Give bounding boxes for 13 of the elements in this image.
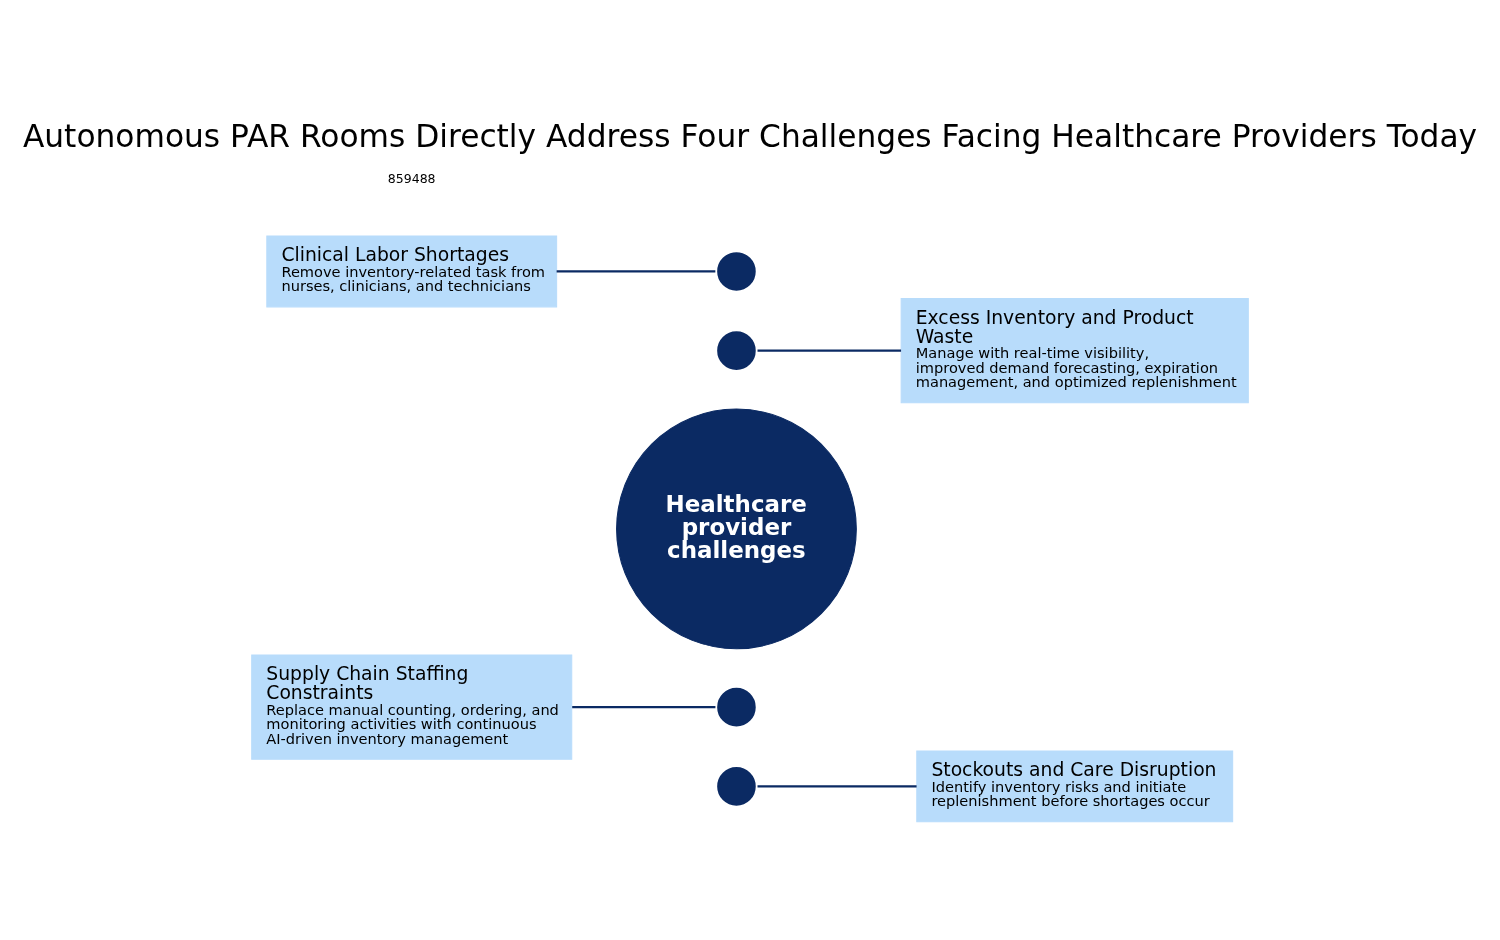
node-box: Clinical Labor Shortages Remove inventory-related task from nurses, clinicians, and technicians — [266, 235, 558, 308]
node-circle — [714, 684, 759, 730]
connector — [556, 270, 716, 273]
label: 859488 — [387, 170, 436, 186]
connector — [572, 706, 716, 709]
connector — [757, 349, 902, 352]
node-circle — [714, 249, 759, 294]
node-box: Stockouts and Care Disruption Identify inventory risks and initiate replenishment before shortages occur — [916, 750, 1234, 823]
node-box: Supply Chain Staffing Constraints Replace manual counting, ordering, and monitoring activities with continuous AI-driven inventory management — [251, 654, 573, 760]
diagram-title: Autonomous PAR Rooms Directly Address Four Challenges Facing Healthcare Providers Today — [22, 118, 1478, 155]
node-box: Excess Inventory and Product Waste Manage with real-time visibility, improved demand forecasting, expiration management, and optimized replenishment — [900, 298, 1249, 404]
connector — [757, 785, 917, 788]
node-circle: Healthcare provider challenges — [616, 408, 857, 650]
